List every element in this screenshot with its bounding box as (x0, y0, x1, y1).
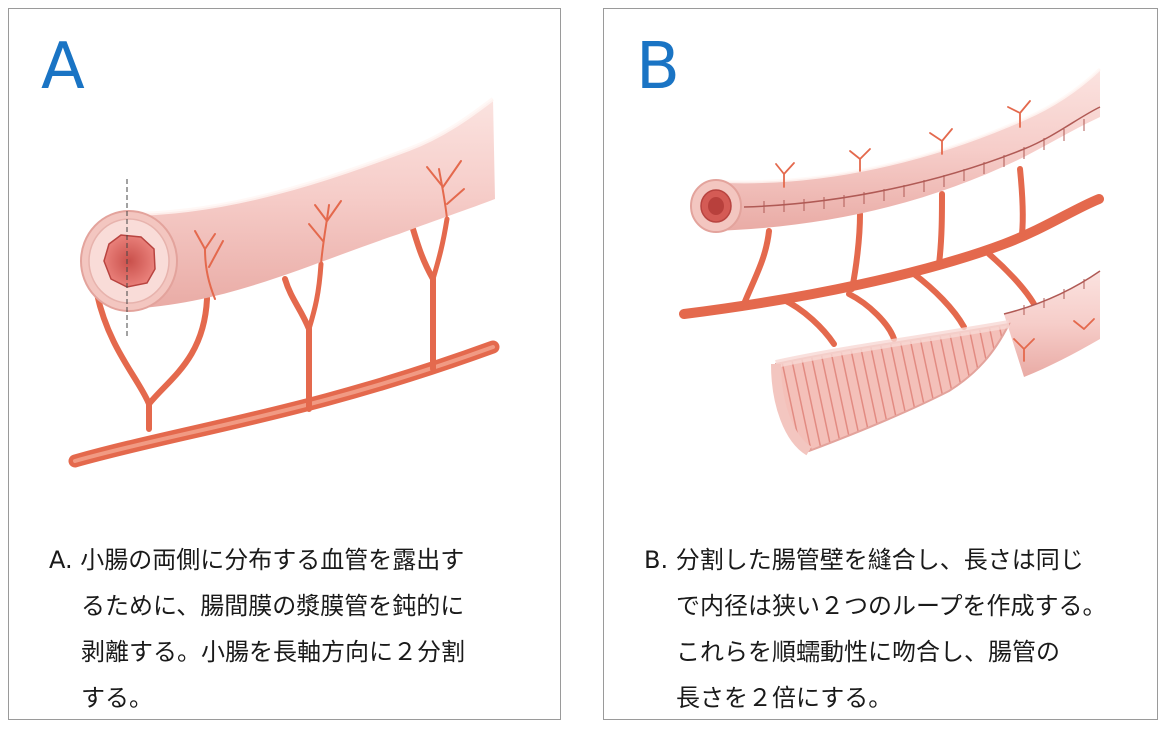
caption-line: する。 (81, 684, 153, 712)
caption-line: A. 小腸の両側に分布する血管を露出す (49, 546, 465, 574)
mesenteric-vessel (679, 194, 1104, 319)
caption-line: B. 分割した腸管壁を縫合し、長さは同じ (644, 546, 1084, 574)
small-intestine (127, 99, 495, 309)
surface-vessels (194, 160, 465, 300)
illustration-a (68, 97, 500, 468)
caption-line: これらを順蠕動性に吻合し、腸管の (676, 638, 1060, 666)
vessel-branches (94, 216, 450, 432)
lower-intestinal-loop (1004, 271, 1100, 377)
caption-line: るために、腸間膜の漿膜管を鈍的に (81, 592, 465, 620)
suture-line (743, 106, 1101, 208)
suture-stitches (763, 119, 1085, 213)
panel-letter-a: A (41, 30, 85, 104)
illustration-b (679, 67, 1104, 456)
upper-intestinal-loop (714, 69, 1100, 231)
caption-b: B. 分割した腸管壁を縫合し、長さは同じ で内径は狭い２つのループを作成する。 … (644, 537, 1137, 719)
caption-line: で内径は狭い２つのループを作成する。 (676, 592, 1107, 620)
panel-letter-b: B (636, 30, 680, 104)
vessel-branches (741, 166, 1026, 307)
caption-line: 長さを２倍にする。 (676, 684, 893, 712)
caption-line: 剥離する。小腸を長軸方向に２分割 (81, 638, 465, 666)
panel-b: B (603, 8, 1158, 720)
panel-a: A (8, 8, 561, 720)
caption-a: A. 小腸の両側に分布する血管を露出す るために、腸間膜の漿膜管を鈍的に 剥離す… (49, 537, 540, 719)
intestine-lumen (103, 234, 156, 288)
